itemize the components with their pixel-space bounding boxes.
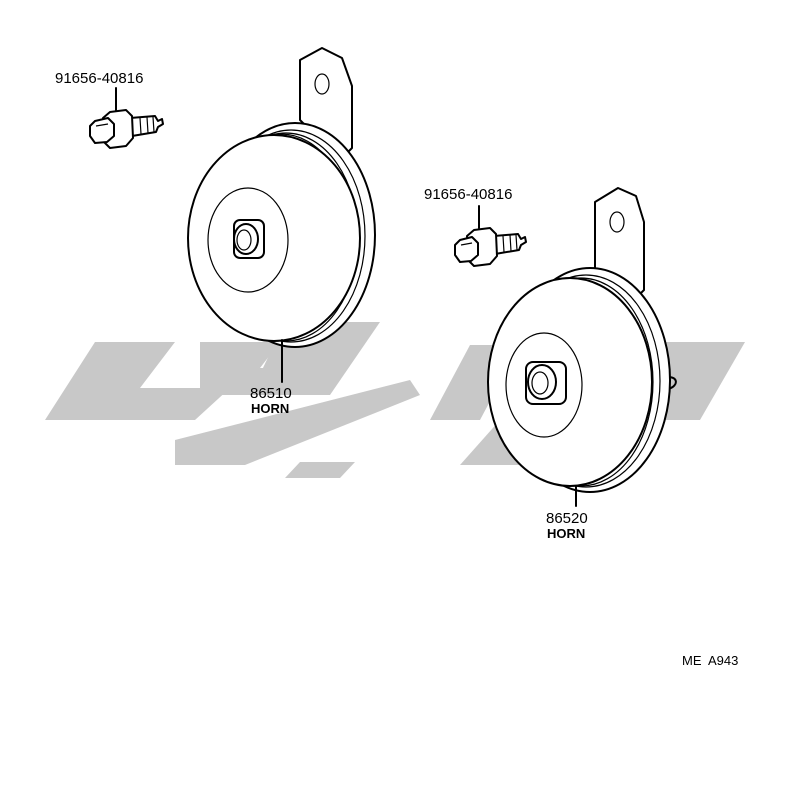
horn-1-part-number: 86510 — [250, 385, 292, 402]
horn-1 — [187, 47, 376, 383]
horn-2-part-number: 86520 — [546, 510, 588, 527]
horn-1-name: HORN — [251, 401, 289, 416]
bolt-2-part-number: 91656-40816 — [424, 186, 512, 203]
horn-2-name: HORN — [547, 526, 585, 541]
bolt-2 — [454, 205, 527, 267]
bolt-1 — [89, 87, 164, 149]
figure-code: ME A943 — [682, 653, 738, 668]
bolt-1-part-number: 91656-40816 — [55, 70, 143, 87]
horn-2 — [487, 187, 677, 507]
